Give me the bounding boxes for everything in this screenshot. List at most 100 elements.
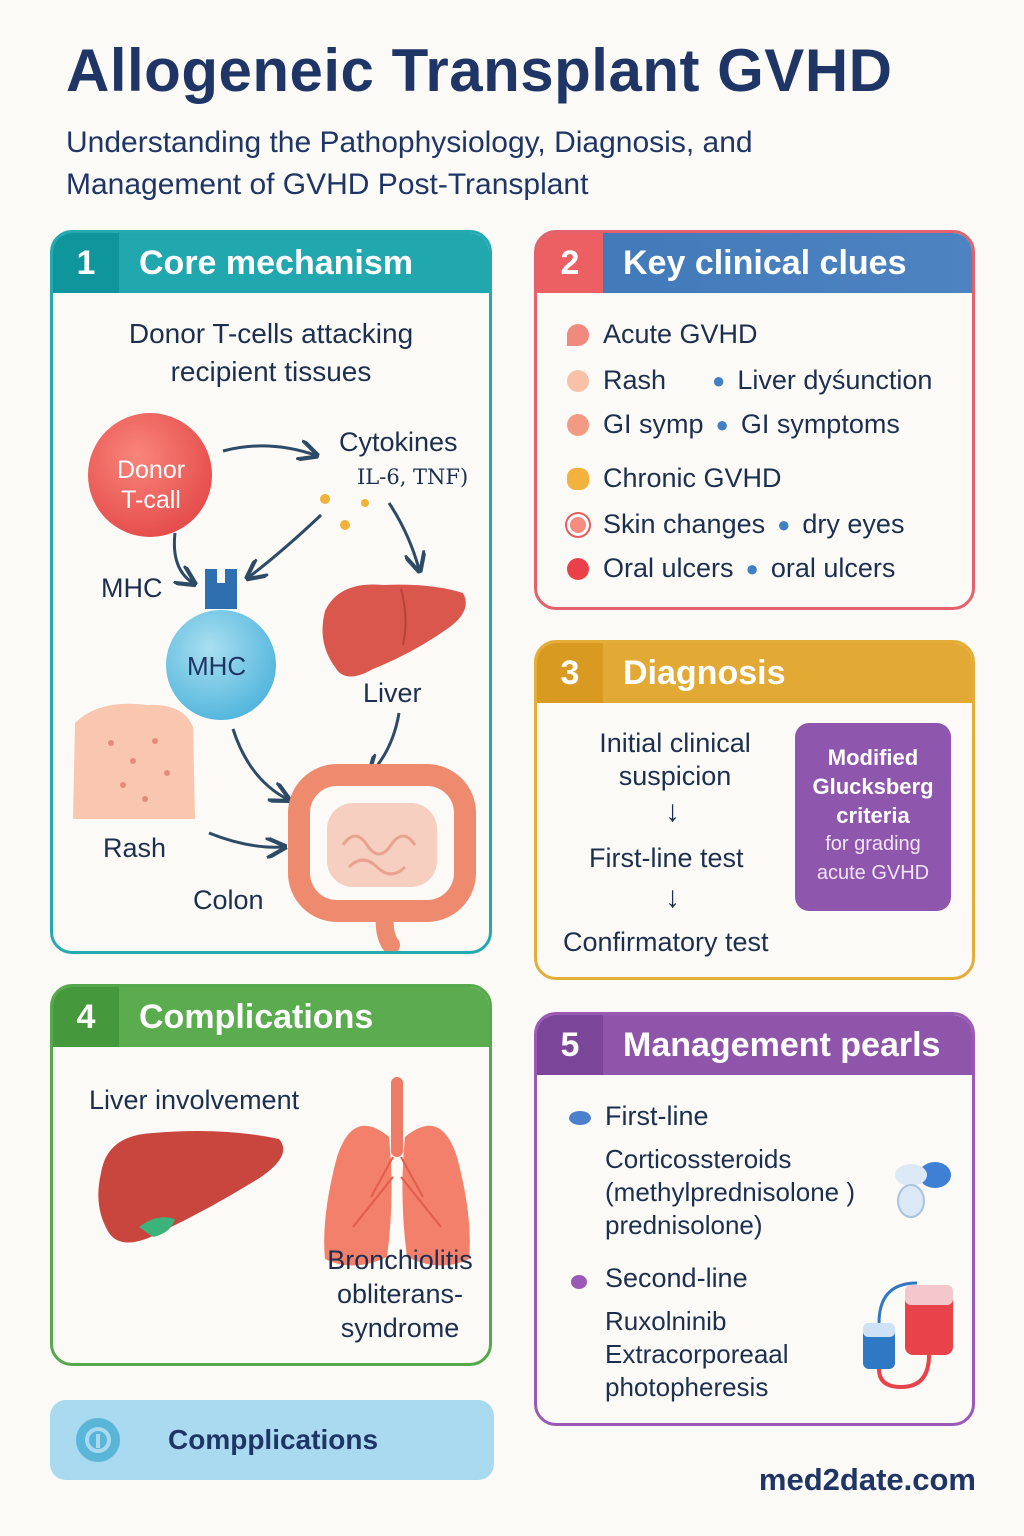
panel-title: Core mechanism [139,243,413,282]
drop-icon [567,323,589,346]
bottom-bar-label: Compplications [168,1424,379,1455]
page-subtitle: Understanding the Pathophysiology, Diagn… [66,126,753,201]
panel-header: 3 Diagnosis [537,643,972,703]
panel-complications: 4 Complications Liver involvement Bronch… [50,984,492,1366]
iv-bag-icon [863,1281,953,1390]
label-line: Bronchiolitis [327,1245,473,1275]
label-line: obliterans- [336,1279,464,1309]
first-line-details: Corticossteroids (methylprednisolone ) p… [605,1143,855,1242]
info-icon [76,1418,120,1462]
liver-icon [98,1131,284,1243]
box-line: for grading [825,833,921,855]
box-line: Modified [827,745,919,770]
panel-management-pearls: 5 Management pearls First-line Corticoss… [534,1012,975,1426]
detail-line: photopheresis [605,1372,769,1402]
gallbladder-icon [139,1217,175,1237]
donor-tcell-icon [88,413,212,537]
recipient-cell-icon [166,610,276,720]
panel-header: 1 Core mechanism [53,233,489,293]
eye-icon [567,513,589,536]
liver-icon [322,584,466,677]
panel-title: Management pearls [623,1025,941,1064]
clue-text: Oral ulcers [603,553,734,583]
down-arrow-icon: ↓ [665,795,680,828]
donor-tcell-label: Donor T-call [111,455,191,515]
detail-line: Ruxolninib [605,1306,727,1336]
box-line: criteria [836,803,910,828]
detail-line: Extracorporeaal [605,1339,789,1369]
glucksberg-criteria-box: Modified Glucksberg criteria for grading… [795,723,951,911]
panel-header: 2 Key clinical clues [537,233,972,293]
bullet: ● [715,411,729,437]
second-line-details: Ruxolninib Extracorporeaal photopheresis [605,1305,789,1404]
detail-line: prednisolone) [605,1210,763,1240]
complications-art [98,1077,470,1266]
diagnosis-step-1: Initial clinical suspicion [567,727,783,793]
box-line: acute GVHD [816,862,930,884]
clue-text: GI symptoms [740,409,900,439]
caption-line: recipient tissues [170,356,372,387]
rash-label: Rash [103,833,167,863]
clue-text: Acute GVHD [603,319,758,349]
step-line: suspicion [618,761,732,791]
mechanism-diagram [73,413,476,951]
colon-icon [288,764,476,951]
gi-icon [567,413,589,436]
panel-number: 2 [537,233,603,293]
clue-text: Liver dyśunction [737,365,933,395]
box-line: Glucksberg [812,774,934,799]
page-title: Allogeneic Transplant GVHD [66,37,893,104]
clue-text: GI symp [603,409,704,439]
panel-core-mechanism: 1 Core mechanism Donor T-cells attacking… [50,230,492,954]
diagnosis-step-2: First-line test [589,843,744,873]
panel-number: 3 [537,643,603,703]
clue-row-oral: Oral ulcers ● oral ulcers [567,553,895,584]
clue-text: Skin changes [603,509,766,539]
bullet: ● [712,367,726,393]
caption-line: Donor T-cells attacking [128,318,414,349]
panel-header: 5 Management pearls [537,1015,972,1075]
label-line: Donor [116,456,186,484]
clue-text: Chronic GVHD [603,463,782,493]
clue-text: Rash [603,365,667,395]
cytokines-label: Cytokines [339,427,458,457]
panel-number: 5 [537,1015,603,1075]
chronic-icon [567,467,589,490]
panel-title: Diagnosis [623,653,786,692]
mhc-receptor-icon [205,569,237,609]
mhc-outer-label: MHC [101,573,163,603]
liver-label: Liver [363,678,422,708]
skin-icon [567,369,589,392]
bullet: ● [745,555,759,581]
mechanism-caption: Donor T-cells attacking recipient tissue… [53,315,489,391]
down-arrow-icon: ↓ [665,881,680,914]
panel-title: Key clinical clues [623,243,907,282]
panel-title: Complications [139,997,374,1036]
colon-label: Colon [193,885,264,915]
panel-key-clinical-clues: 2 Key clinical clues Acute GVHD Rash ● L… [534,230,975,610]
clue-row-rash: Rash ● Liver dyśunction [567,365,932,396]
clue-text: oral ulcers [770,553,896,583]
step-line: Initial clinical [599,728,751,758]
label-line: syndrome [340,1313,460,1343]
liver-involvement-label: Liver involvement [89,1085,300,1115]
detail-line: Corticossteroids [605,1144,792,1174]
acute-gvhd-heading: Acute GVHD [567,319,758,350]
panel-diagnosis: 3 Diagnosis Initial clinical suspicion ↓… [534,640,975,980]
panel-number: 1 [53,233,119,293]
panel-header: 4 Complications [53,987,489,1047]
second-line-heading: Second-line [605,1263,748,1293]
panel-number: 4 [53,987,119,1047]
second-line-bullet-icon [571,1275,587,1289]
detail-line: (methylprednisolone ) [605,1177,856,1207]
clue-text: dry eyes [802,509,905,539]
lungs-icon [324,1077,470,1266]
diagnosis-step-3: Confirmatory test [563,927,769,957]
first-line-bullet-icon [569,1111,591,1125]
pill-icon [895,1162,951,1218]
bullet: ● [777,511,791,537]
footer-site[interactable]: med2date.com [758,1462,976,1497]
complications-bar[interactable]: Compplications [50,1400,494,1480]
cytokines-sublabel: IL-6, TNF) [357,465,469,489]
mouth-icon [567,557,589,580]
